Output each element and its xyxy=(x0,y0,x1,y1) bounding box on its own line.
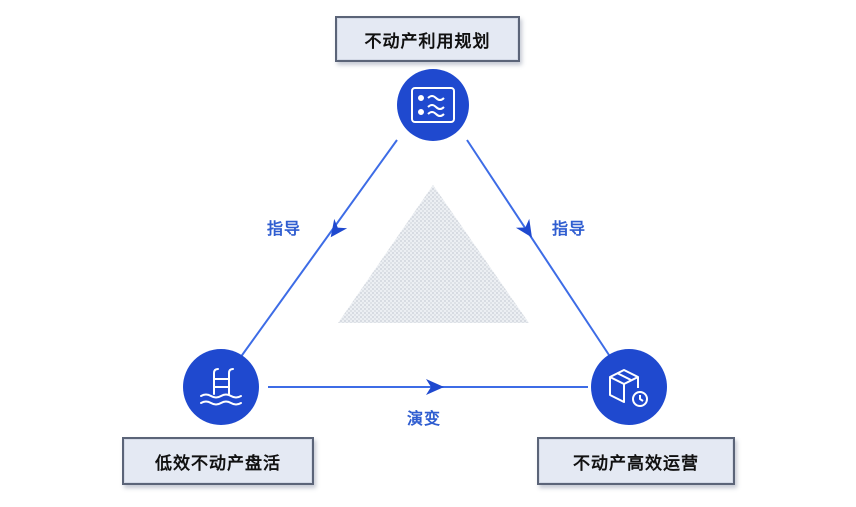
list-wave-icon xyxy=(411,87,455,123)
arrow-bottom-edge xyxy=(426,379,444,395)
node-top-circle xyxy=(397,69,469,141)
edge-label-left: 指导 xyxy=(267,219,302,238)
edge-label-bottom: 演变 xyxy=(407,409,442,428)
edge-label-right: 指导 xyxy=(552,219,587,238)
arrow-right-edge xyxy=(515,218,532,238)
node-label-left-text: 低效不动产盘活 xyxy=(155,453,281,474)
box-clock-icon xyxy=(609,369,648,407)
pool-ladder-icon xyxy=(200,368,242,406)
center-triangle xyxy=(338,185,529,323)
node-label-top-text: 不动产利用规划 xyxy=(364,31,491,52)
node-label-right: 不动产高效运营 xyxy=(537,437,735,485)
edge-top-to-right xyxy=(466,139,612,359)
node-label-top: 不动产利用规划 xyxy=(335,16,520,62)
node-right-circle xyxy=(591,349,667,425)
node-label-right-text: 不动产高效运营 xyxy=(573,453,699,474)
edge-top-to-left xyxy=(239,139,398,359)
node-label-left: 低效不动产盘活 xyxy=(122,437,314,485)
arrow-left-edge xyxy=(330,218,348,238)
node-left-circle xyxy=(183,349,259,425)
